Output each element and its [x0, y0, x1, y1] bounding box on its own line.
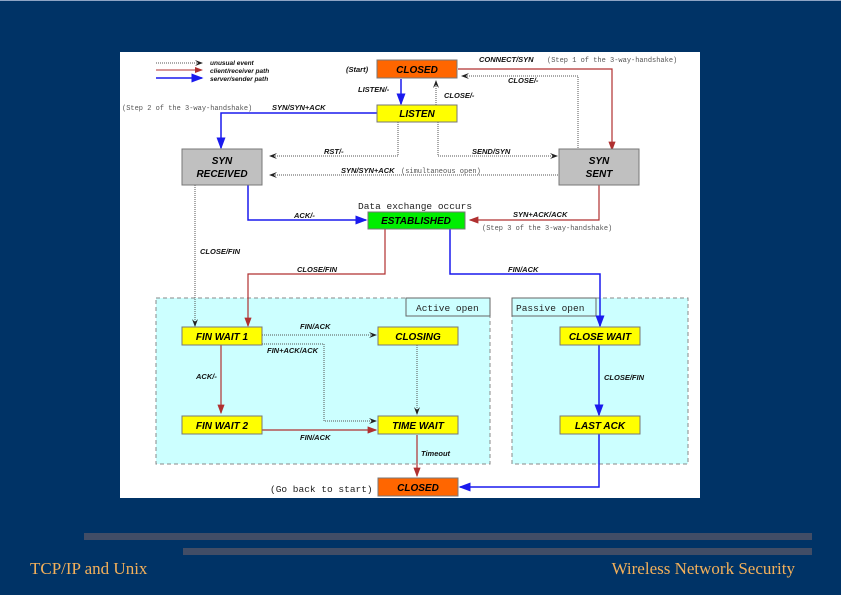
active-open-label: Active open	[416, 303, 479, 314]
edge-ack	[247, 185, 368, 225]
passive-open-label: Passive open	[516, 303, 584, 314]
label-ack-fw1: ACK/-	[195, 372, 217, 381]
edge-syn-synack	[216, 112, 377, 150]
edge-connect-syn	[458, 68, 616, 152]
edge-close-fin-est	[244, 229, 386, 328]
label-close-listen: CLOSE/-	[444, 91, 475, 100]
label-finack-ack: FIN+ACK/ACK	[267, 346, 319, 355]
state-time-wait: TIME WAIT	[377, 415, 459, 435]
label-step2: (Step 2 of the 3-way-handshake)	[122, 105, 252, 113]
top-border-line	[0, 0, 841, 1]
label-close-fin-est: CLOSE/FIN	[297, 265, 338, 274]
edge-close-synsent	[461, 73, 579, 150]
state-closed-top: CLOSED	[376, 59, 458, 79]
passive-open-label-box	[511, 297, 597, 317]
active-open-label-box	[405, 297, 491, 317]
footer-topic-title: Wireless Network Security	[611, 559, 795, 578]
state-syn-sent: SYN SENT	[558, 148, 640, 186]
svg-text:CLOSED: CLOSED	[397, 483, 439, 494]
state-fin-wait-1: FIN WAIT 1	[181, 326, 263, 346]
svg-text:SENT: SENT	[586, 169, 614, 180]
state-last-ack: LAST ACK	[559, 415, 641, 435]
svg-text:FIN WAIT 2: FIN WAIT 2	[196, 421, 249, 432]
legend-server-label: server/sender path	[210, 76, 268, 83]
label-syn-synack-sim: SYN/SYN+ACK	[341, 166, 395, 175]
edge-synack-ack	[468, 185, 600, 224]
label-timeout: Timeout	[421, 449, 451, 458]
svg-text:FIN WAIT 1: FIN WAIT 1	[196, 332, 249, 343]
label-connect-syn: CONNECT/SYN	[479, 55, 534, 64]
edge-rst	[269, 122, 399, 159]
label-fin-ack-fw1: FIN/ACK	[300, 322, 331, 331]
svg-text:LAST ACK: LAST ACK	[575, 421, 626, 432]
svg-text:LISTEN: LISTEN	[399, 109, 435, 120]
svg-text:SYN: SYN	[212, 156, 233, 167]
edge-fin-ack-est	[449, 229, 605, 328]
state-syn-received: SYN RECEIVED	[181, 148, 263, 186]
svg-text:RECEIVED: RECEIVED	[196, 169, 247, 180]
label-start: (Start)	[346, 65, 369, 74]
label-close-fin-cw: CLOSE/FIN	[604, 373, 645, 382]
label-ack: ACK/-	[293, 211, 315, 220]
edge-finack-ack	[262, 343, 377, 424]
legend-unusual-label: unusual event	[210, 60, 255, 67]
legend-client-label: client/receiver path	[210, 68, 269, 75]
label-go-back: (Go back to start)	[270, 484, 373, 495]
label-close-synsent: CLOSE/-	[508, 76, 539, 85]
state-established: ESTABLISHED	[367, 211, 466, 230]
label-data-exchange: Data exchange occurs	[358, 201, 472, 212]
svg-text:CLOSED: CLOSED	[396, 65, 438, 76]
label-synack-ack: SYN+ACK/ACK	[513, 210, 568, 219]
label-rst: RST/-	[324, 147, 344, 156]
svg-text:CLOSING: CLOSING	[395, 332, 441, 343]
state-closing: CLOSING	[377, 326, 459, 346]
svg-text:SYN: SYN	[589, 156, 610, 167]
svg-text:TIME WAIT: TIME WAIT	[392, 421, 445, 432]
tcp-state-diagram: Active open Passive open unusual event c…	[120, 52, 700, 498]
svg-text:ESTABLISHED: ESTABLISHED	[381, 216, 451, 227]
footer-course-title: TCP/IP and Unix	[30, 559, 148, 578]
decorative-bar-top	[84, 533, 812, 540]
decorative-bar-bottom	[183, 548, 812, 555]
label-simultaneous: (simultaneous open)	[401, 168, 481, 176]
svg-text:CLOSE WAIT: CLOSE WAIT	[569, 332, 632, 343]
diagram-canvas: Active open Passive open unusual event c…	[122, 55, 689, 497]
label-fin-ack-est: FIN/ACK	[508, 265, 539, 274]
edge-send-syn	[437, 122, 558, 159]
state-fin-wait-2: FIN WAIT 2	[181, 415, 263, 435]
label-fin-ack-fw2: FIN/ACK	[300, 433, 331, 442]
state-close-wait: CLOSE WAIT	[559, 326, 641, 346]
label-send-syn: SEND/SYN	[472, 147, 511, 156]
edge-last-ack-closed	[458, 434, 600, 492]
label-step3: (Step 3 of the 3-way-handshake)	[482, 225, 612, 233]
label-listen: LISTEN/-	[358, 85, 390, 94]
state-closed-bottom: CLOSED	[377, 477, 459, 497]
label-syn-synack: SYN/SYN+ACK	[272, 103, 326, 112]
label-close-fin-synrcvd: CLOSE/FIN	[200, 247, 241, 256]
label-step1: (Step 1 of the 3-way-handshake)	[547, 57, 677, 65]
active-open-region	[155, 297, 491, 465]
state-listen: LISTEN	[376, 104, 458, 123]
